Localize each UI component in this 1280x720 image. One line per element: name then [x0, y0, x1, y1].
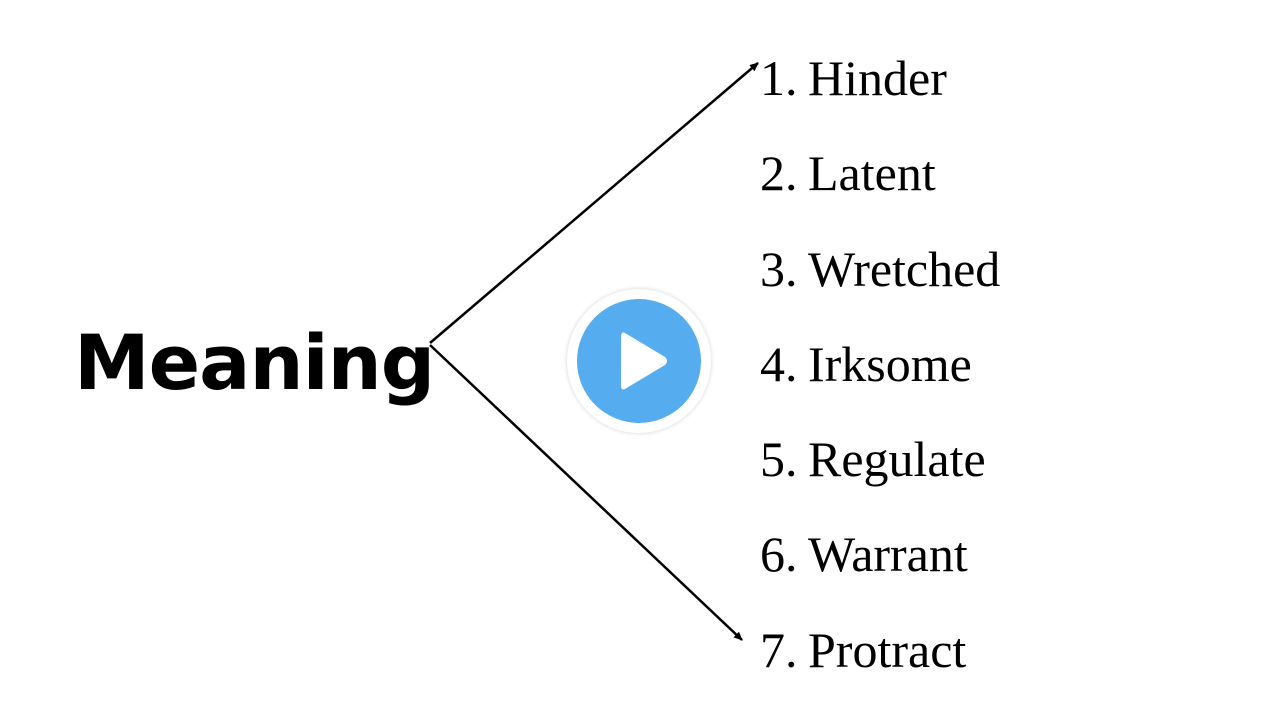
word-list: 1. Hinder 2. Latent 3. Wretched 4. Irkso…: [760, 48, 1000, 715]
arrow-down: [429, 344, 743, 641]
list-label: Protract: [808, 621, 967, 678]
play-button[interactable]: [567, 289, 711, 433]
list-label: Hinder: [808, 50, 947, 106]
list-item: 4. Irksome: [760, 334, 1000, 429]
list-number: 5.: [760, 431, 798, 488]
list-label: Irksome: [808, 335, 972, 392]
page-title: Meaning: [74, 318, 435, 407]
list-number: 2.: [760, 145, 798, 202]
list-item: 5. Regulate: [760, 429, 1000, 524]
arrow-up: [429, 62, 759, 344]
list-item: 2. Latent: [760, 143, 1000, 238]
list-item: 7. Protract: [760, 620, 1000, 715]
list-item: 1. Hinder: [760, 48, 1000, 143]
list-label: Latent: [808, 145, 936, 202]
list-label: Regulate: [808, 431, 986, 488]
list-label: Warrant: [808, 526, 968, 583]
list-number: 6.: [760, 526, 798, 583]
play-icon: [621, 332, 667, 390]
list-number: 7.: [760, 621, 798, 678]
list-number: 3.: [760, 240, 798, 297]
list-item: 3. Wretched: [760, 239, 1000, 334]
list-number: 4.: [760, 335, 798, 392]
list-label: Wretched: [808, 240, 1001, 297]
list-item: 6. Warrant: [760, 524, 1000, 619]
list-number: 1.: [760, 50, 798, 106]
